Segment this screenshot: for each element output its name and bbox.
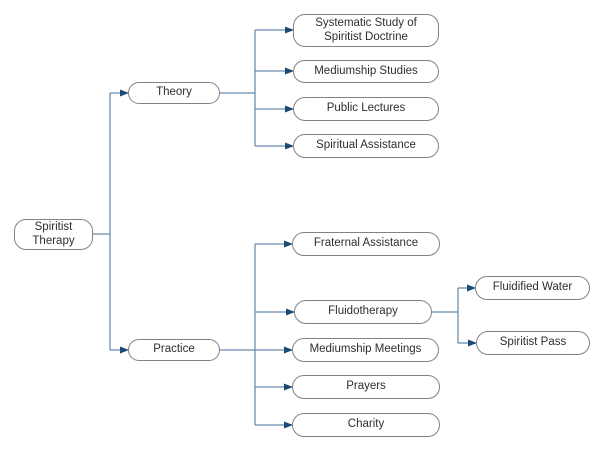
node-systematic-study[interactable]: Systematic Study of Spiritist Doctrine — [293, 14, 439, 47]
node-fluidotherapy[interactable]: Fluidotherapy — [294, 300, 432, 324]
node-spiritist-pass[interactable]: Spiritist Pass — [476, 331, 590, 355]
node-charity[interactable]: Charity — [292, 413, 440, 437]
node-label: Systematic Study of Spiritist Doctrine — [315, 16, 417, 43]
node-label: Spiritist Therapy — [32, 220, 75, 247]
node-mediumship-meetings[interactable]: Mediumship Meetings — [292, 338, 439, 362]
node-prayers[interactable]: Prayers — [292, 375, 440, 399]
node-label: Theory — [156, 86, 192, 99]
node-spiritual-assistance[interactable]: Spiritual Assistance — [293, 134, 439, 158]
node-label: Prayers — [346, 380, 386, 393]
node-label: Practice — [153, 343, 195, 356]
node-label: Charity — [347, 418, 385, 431]
node-practice[interactable]: Practice — [128, 339, 220, 361]
node-label: Spiritual Assistance — [316, 139, 416, 152]
node-mediumship-studies[interactable]: Mediumship Studies — [293, 60, 439, 83]
node-label: Mediumship Meetings — [309, 343, 422, 356]
node-fraternal-assistance[interactable]: Fraternal Assistance — [292, 232, 440, 256]
node-fluidified-water[interactable]: Fluidified Water — [475, 276, 590, 300]
node-label: Fraternal Assistance — [313, 237, 419, 250]
node-label: Public Lectures — [326, 102, 406, 115]
node-label: Fluidified Water — [492, 281, 573, 294]
node-spiritist-therapy[interactable]: Spiritist Therapy — [14, 219, 93, 250]
node-label: Fluidotherapy — [328, 305, 398, 318]
node-public-lectures[interactable]: Public Lectures — [293, 97, 439, 121]
node-label: Mediumship Studies — [314, 64, 418, 77]
node-theory[interactable]: Theory — [128, 82, 220, 104]
node-label: Spiritist Pass — [499, 336, 567, 349]
